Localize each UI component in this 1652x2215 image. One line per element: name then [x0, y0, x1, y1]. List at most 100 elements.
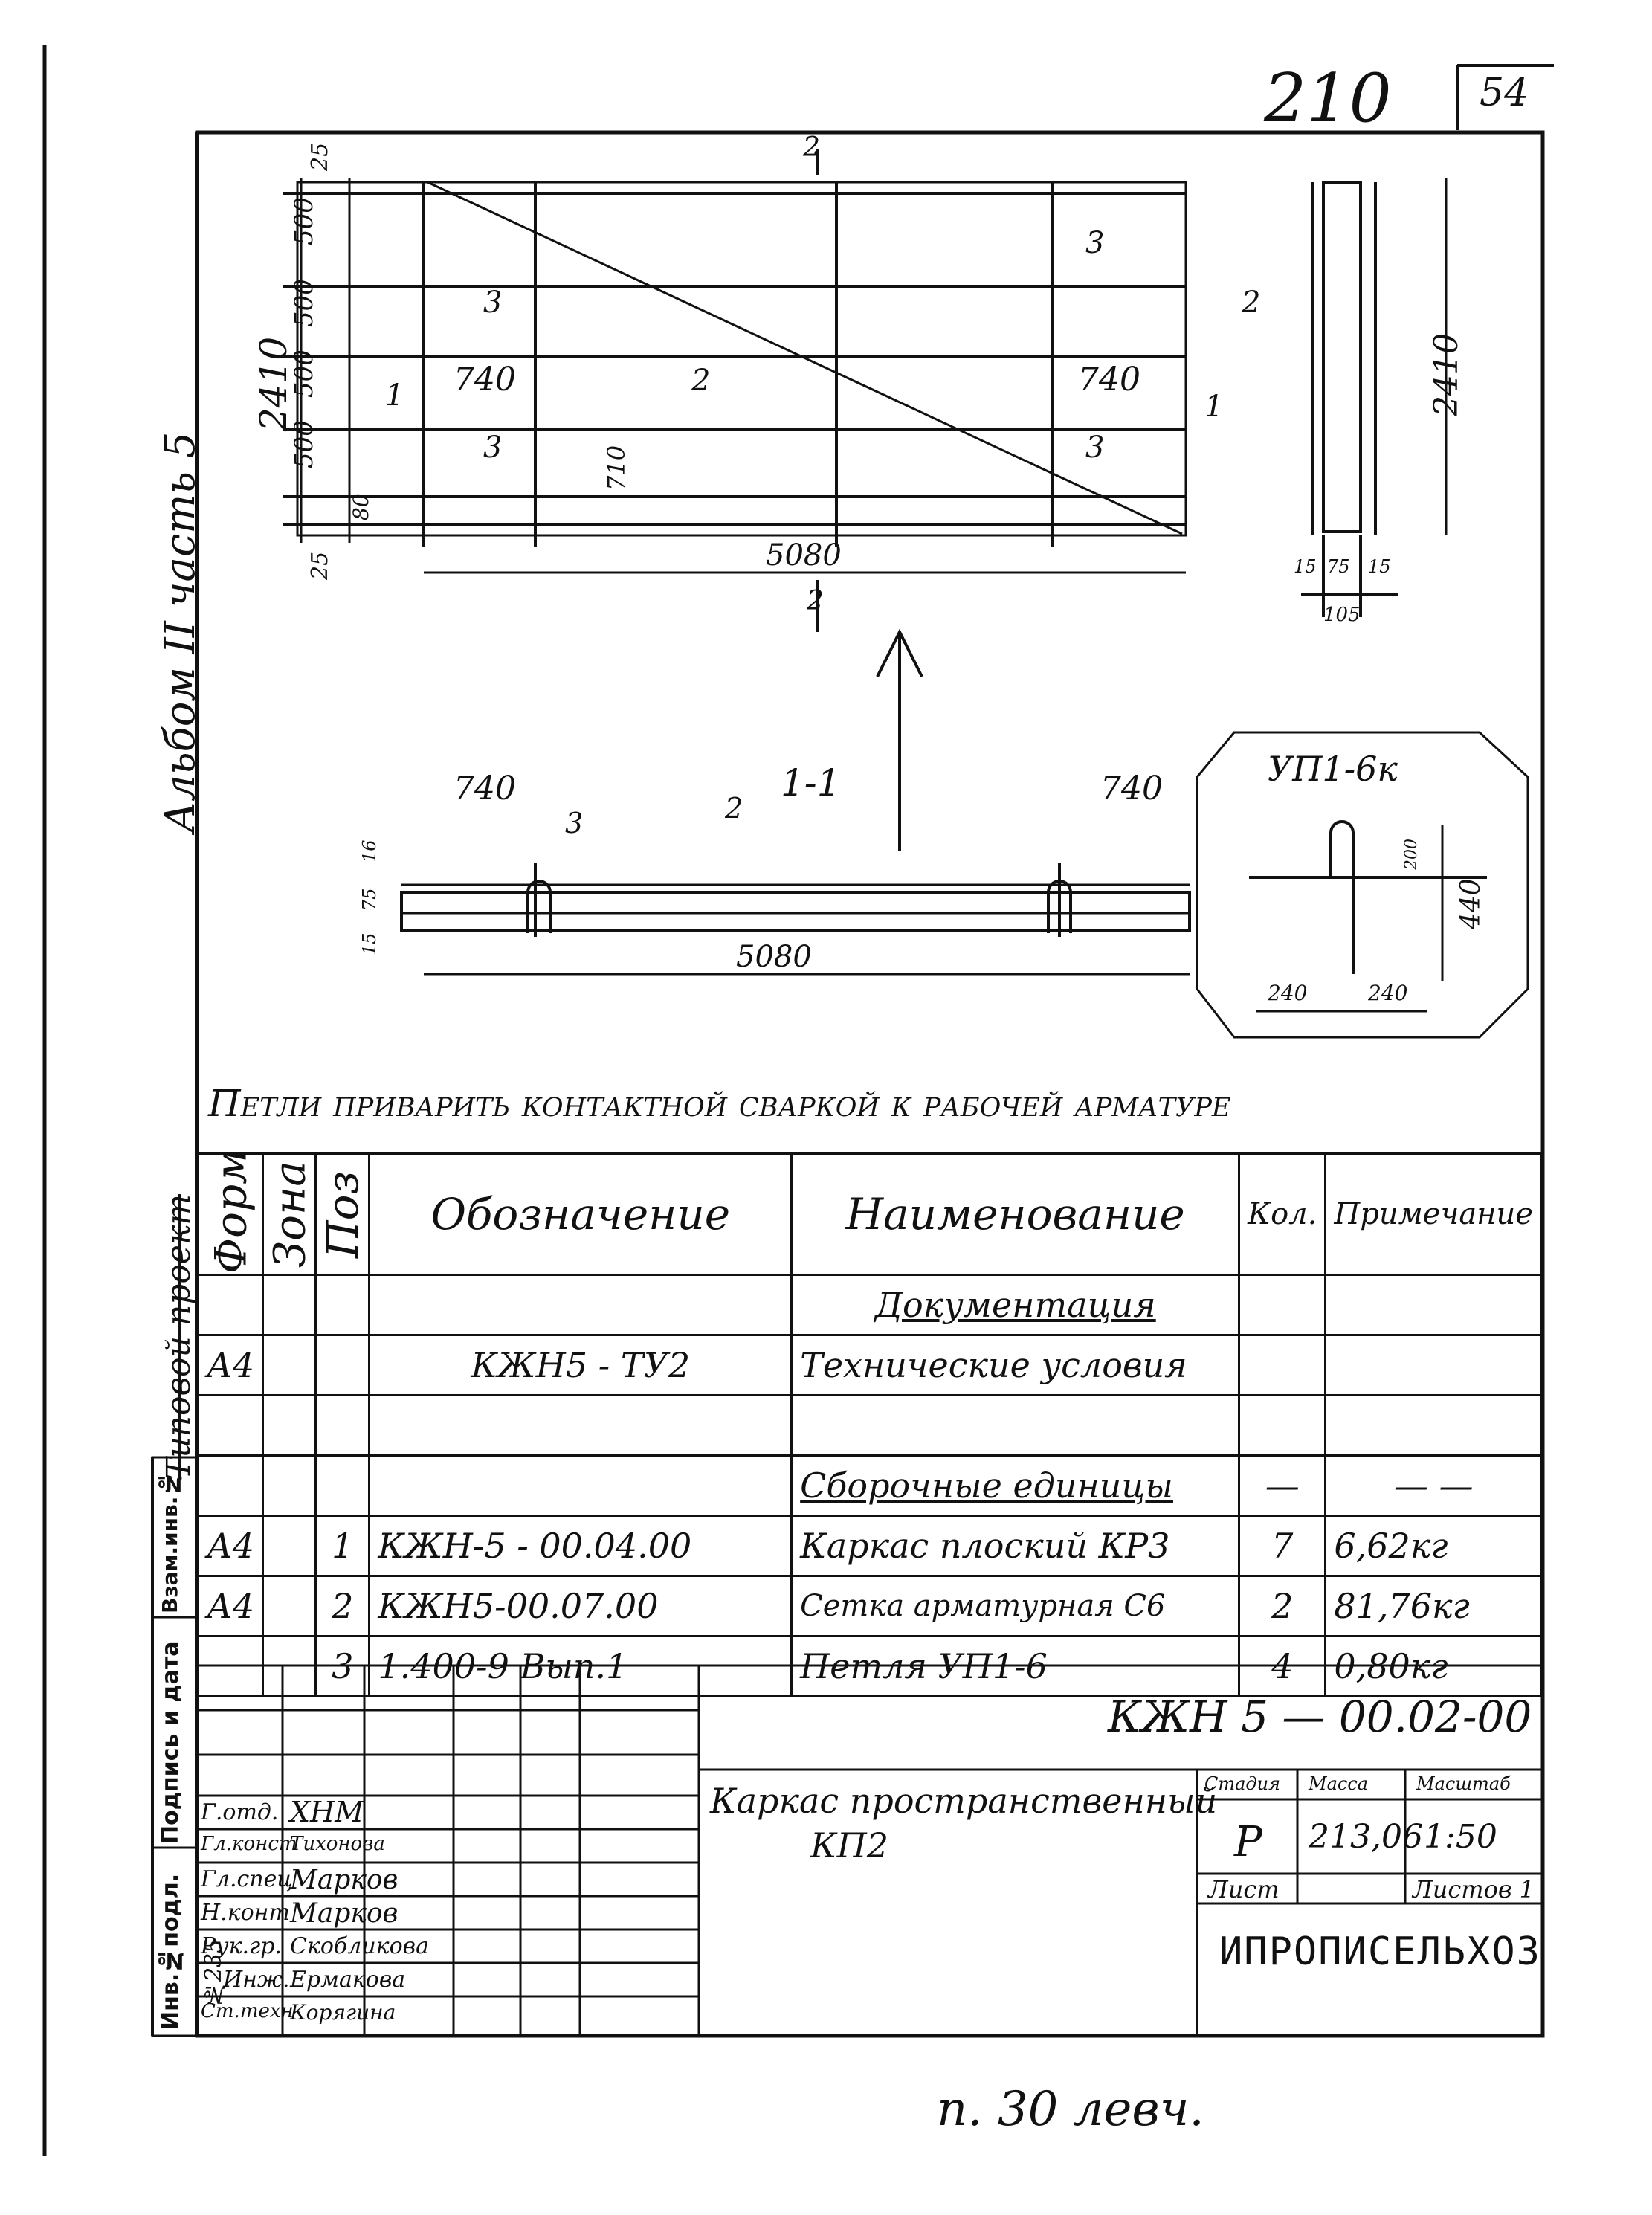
- cell-pos: 2: [314, 1575, 371, 1637]
- col-name: Наименование: [790, 1152, 1241, 1276]
- pos-3: 3: [483, 431, 502, 465]
- cell-name: Сборочные единицы: [790, 1454, 1241, 1517]
- mass-value: 213,06: [1309, 1818, 1423, 1856]
- dim-740-section-left: 740: [454, 770, 516, 807]
- pos-2-side: 2: [1241, 286, 1260, 320]
- sheets-label: Листов 1: [1413, 1875, 1535, 1903]
- cell-note: 81,76кг: [1324, 1575, 1543, 1637]
- col-designation: Обозначение: [368, 1152, 793, 1276]
- role-label: Ст.техн: [201, 2000, 294, 2022]
- cell-pos: 1: [314, 1515, 371, 1577]
- cell-name: Документация: [790, 1274, 1241, 1336]
- cell-note: — —: [1324, 1454, 1543, 1517]
- inv-value: №235: [201, 1938, 227, 2008]
- page-number: 210: [1264, 59, 1392, 138]
- table-row: Документация: [196, 1274, 1543, 1336]
- pos-3: 3: [1085, 431, 1104, 465]
- cell-designation: КЖН-5 - 00.04.00: [368, 1515, 793, 1577]
- cell-zone: [262, 1454, 317, 1517]
- drawing-title-line1: Каркас пространственный: [710, 1781, 1218, 1821]
- cell-designation: [368, 1394, 793, 1457]
- dim-5080-section: 5080: [736, 940, 812, 974]
- person-name: Тихонова: [290, 1833, 385, 1855]
- bottom-note: п. 30 левч.: [937, 2082, 1204, 2137]
- cell-zone: [262, 1274, 317, 1336]
- role-label: Гл.спец: [201, 1866, 293, 1892]
- dim-25: 25: [307, 143, 333, 172]
- dim-740-right: 740: [1078, 361, 1140, 399]
- organization-stamp: ИПРОПИСЕЛЬХОЗ: [1219, 1929, 1541, 1974]
- dim-5080-plan: 5080: [766, 538, 842, 573]
- detail-title: УП1-6к: [1268, 749, 1398, 789]
- col-qty: Кол.: [1238, 1152, 1327, 1276]
- person-name: Марков: [290, 1865, 399, 1895]
- cell-note: [1324, 1394, 1543, 1457]
- cell-zone: [262, 1334, 317, 1396]
- cell-zone: [262, 1394, 317, 1457]
- cell-qty: 2: [1238, 1575, 1327, 1637]
- dim-200: 200: [1402, 839, 1421, 871]
- cell-name: Каркас плоский КР3: [790, 1515, 1241, 1577]
- cell-qty: [1238, 1274, 1327, 1336]
- dim-740-left: 740: [454, 361, 516, 399]
- cell-designation: КЖН5-00.07.00: [368, 1575, 793, 1637]
- pos-2-plan: 2: [691, 364, 710, 398]
- role-label: Н.конт: [201, 1900, 290, 1926]
- cell-format: [196, 1274, 265, 1336]
- section-mark-2-top: 2: [802, 132, 820, 163]
- dim-75: 75: [1327, 556, 1350, 577]
- dim-440: 440: [1456, 878, 1486, 930]
- dim-25: 25: [307, 552, 333, 581]
- stage-value: Р: [1234, 1818, 1262, 1866]
- dim-500: 500: [289, 279, 319, 327]
- section-mark-1-right: 1: [1204, 390, 1223, 424]
- person-name: ХНМ: [290, 1796, 364, 1828]
- scale-label: Масштаб: [1416, 1773, 1511, 1794]
- section-title-1-1: 1-1: [781, 761, 841, 805]
- stage-label: Стадия: [1204, 1773, 1280, 1794]
- inv-podl-label: Инв.№подл.: [158, 1873, 184, 2030]
- role-label: Рук.гр.: [201, 1933, 282, 1959]
- cell-pos: [314, 1394, 371, 1457]
- cell-designation: [368, 1274, 793, 1336]
- cell-pos: [314, 1454, 371, 1517]
- spec-header-row: Формат Зона Поз Обозначение Наименование…: [198, 1152, 1543, 1276]
- table-row: А4 1 КЖН-5 - 00.04.00 Каркас плоский КР3…: [196, 1515, 1543, 1577]
- sheet-label: Лист: [1208, 1875, 1280, 1903]
- drawing-title-line2: КП2: [810, 1825, 888, 1866]
- dim-15: 15: [1368, 556, 1391, 577]
- dim-500: 500: [289, 420, 319, 468]
- cell-zone: [262, 1515, 317, 1577]
- dim-80: 80: [349, 494, 373, 520]
- person-name: Ермакова: [290, 1967, 406, 1993]
- cell-qty: [1238, 1334, 1327, 1396]
- col-note: Примечание: [1324, 1152, 1543, 1276]
- pos-2-section: 2: [724, 792, 743, 825]
- cell-designation: [368, 1454, 793, 1517]
- doc-code: КЖН 5 — 00.02-00: [1108, 1692, 1532, 1742]
- table-row: Сборочные единицы —— —: [196, 1454, 1543, 1517]
- corner-number: 54: [1480, 71, 1529, 115]
- pos-3-section: 3: [565, 807, 583, 839]
- cell-zone: [262, 1575, 317, 1637]
- cell-name: Сетка арматурная С6: [790, 1575, 1241, 1637]
- dim-2410: 2410: [252, 337, 295, 432]
- role-label: Г.отд.: [201, 1799, 279, 1825]
- person-name: Корягина: [290, 2000, 396, 2025]
- sign-date-label: Подпись и дата: [158, 1641, 184, 1844]
- section-mark-2-bottom: 2: [806, 586, 824, 616]
- cell-format: А4: [196, 1515, 265, 1577]
- cell-qty: —: [1238, 1454, 1327, 1517]
- cell-format: А4: [196, 1575, 265, 1637]
- cell-qty: 7: [1238, 1515, 1327, 1577]
- dim-75-section: 75: [359, 888, 380, 911]
- person-name: Марков: [290, 1898, 399, 1929]
- table-row: А4 КЖН5 - ТУ2 Технические условия: [196, 1334, 1543, 1396]
- dim-105: 105: [1323, 604, 1361, 626]
- dim-240-right: 240: [1367, 981, 1407, 1005]
- cell-name: Технические условия: [790, 1334, 1241, 1396]
- welding-note: Петли приварить контактной сваркой к раб…: [208, 1082, 1231, 1125]
- dim-500: 500: [289, 349, 319, 398]
